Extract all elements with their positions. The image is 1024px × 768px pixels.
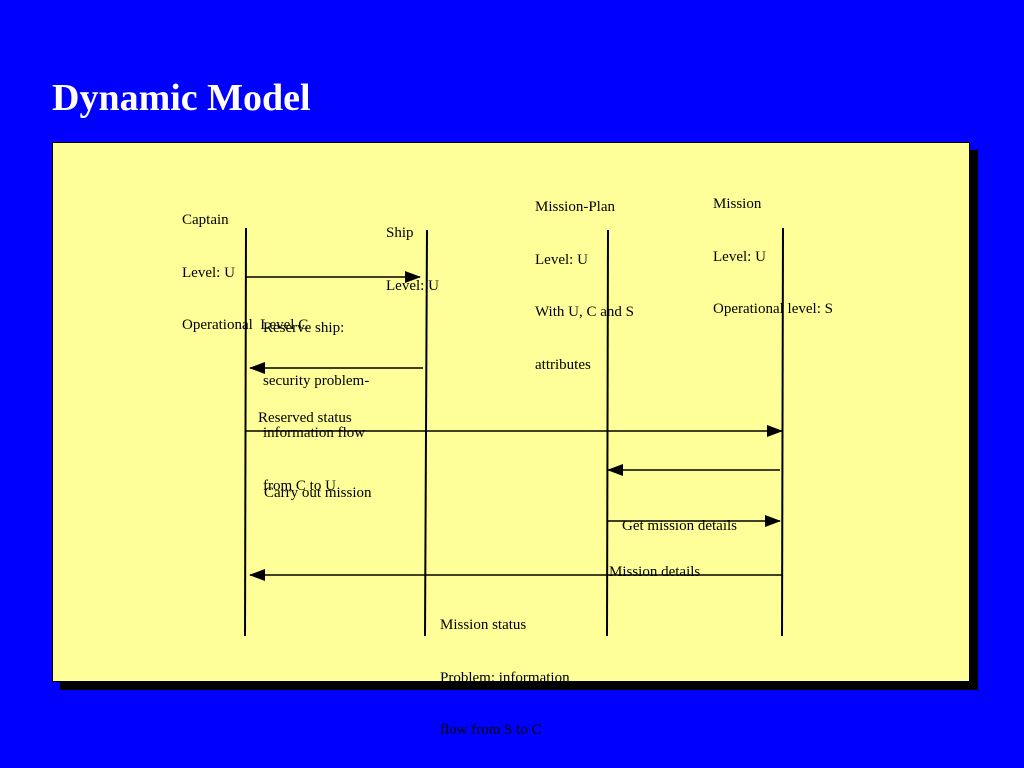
lifeline-captain [244, 227, 247, 637]
message-label-mission-details: Mission details [609, 564, 701, 580]
message-label-mission-status: Mission status Problem: information flow… [440, 617, 570, 738]
lifeline-mission-plan [606, 229, 609, 637]
message-label-reserved-status: Reserved status [258, 410, 352, 426]
participant-label-ship: Ship Level: U [386, 225, 439, 294]
diagram-panel [52, 142, 970, 682]
message-label-carry-out-mission: Carry out mission [264, 485, 372, 501]
message-label-get-mission-details: Get mission details [622, 518, 737, 534]
participant-label-captain: Captain Level: U Operational Level C [182, 212, 309, 333]
slide-title: Dynamic Model [52, 77, 311, 119]
participant-label-mission: Mission Level: U Operational level: S [713, 196, 833, 317]
messages [246, 271, 783, 581]
lifeline-ship [424, 229, 428, 637]
participant-label-mission-plan: Mission-Plan Level: U With U, C and S at… [535, 199, 634, 373]
message-label-reserve-ship: Reserve ship: security problem- informat… [263, 320, 370, 494]
